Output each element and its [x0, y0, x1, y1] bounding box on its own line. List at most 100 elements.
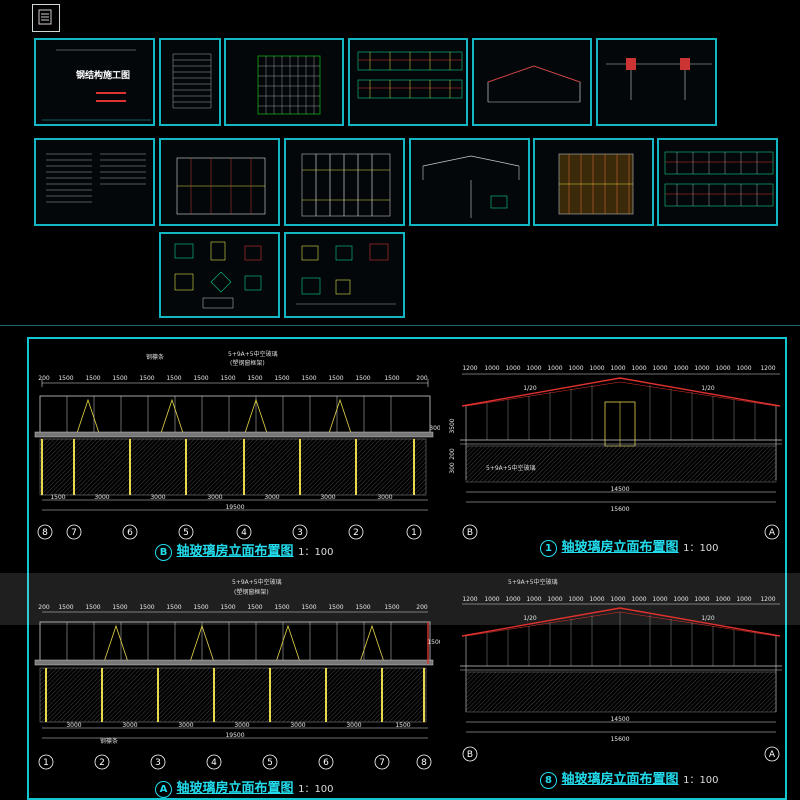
thumbnail-wall-elevations[interactable]: [657, 138, 778, 226]
a1-height-0: 3500: [449, 418, 456, 433]
a-top-dim-14: 200: [416, 604, 428, 611]
b-axis-elevation: 8 7 6 5 4 3 2 1 200 1500 1500 1500 1500 …: [34, 375, 440, 540]
thumbnail-roof-plan[interactable]: [159, 138, 280, 226]
a8-top-dim-7: 1000: [610, 596, 625, 603]
a1-top-dim-4: 1000: [547, 365, 562, 372]
a-axis-mark-3: 4: [211, 758, 217, 768]
thumbnail-cover-sheet[interactable]: 钢结构施工图: [34, 38, 155, 126]
a1-top-dim-11: 1000: [694, 365, 709, 372]
b-axis-caption: B 轴玻璃房立面布置图 1：100: [155, 540, 334, 561]
thumbnail-column-layout-plan[interactable]: [224, 38, 344, 126]
b-top-dim-14: 200: [416, 375, 428, 382]
a1-top-dim-1: 1000: [484, 365, 499, 372]
a-axis-mark-5: 6: [323, 758, 329, 768]
a1-top-dim-5: 1000: [568, 365, 583, 372]
a8-total-inner: 14500: [610, 716, 629, 723]
b-axis-mark-5: 3: [297, 528, 303, 538]
a-axis-caption: A 轴玻璃房立面布置图 1：100: [155, 777, 334, 798]
a1-top-dim-2: 1000: [505, 365, 520, 372]
a8-slope-left: 1/20: [523, 615, 537, 622]
a-axis-mark-1: 2: [99, 758, 105, 768]
axis-1-caption-mark: 1: [540, 540, 557, 557]
a-top-dim-4: 1500: [139, 604, 154, 611]
a8-top-dim-4: 1000: [547, 596, 562, 603]
a1-total: 15600: [610, 506, 629, 513]
thumbnail-connection-details-2[interactable]: [284, 232, 405, 318]
b-bottom-dim-6: 3000: [377, 494, 392, 501]
a-top-dim-5: 1500: [166, 604, 181, 611]
b-top-dim-8: 1500: [247, 375, 262, 382]
a8-top-dim-1: 1000: [484, 596, 499, 603]
b-side-mark: 300: [429, 425, 440, 432]
b-top-dim-2: 1500: [85, 375, 100, 382]
a8-top-dim-6: 1000: [589, 596, 604, 603]
a-axis-caption-mark: A: [155, 781, 172, 798]
a-top-dim-0: 200: [38, 604, 50, 611]
a-axis-mark-7: 8: [421, 758, 427, 768]
a-top-dim-13: 1500: [384, 604, 399, 611]
thumbnail-roof-bracing-plan[interactable]: [533, 138, 654, 226]
a-bottom-dim-6: 1500: [395, 722, 410, 729]
thumbnail-design-notes[interactable]: [34, 138, 155, 226]
a-bottom-dim-0: 3000: [66, 722, 81, 729]
axis-8-elevation: B A 1200 1000 1000 1000 1000 1000 1000 1…: [460, 596, 782, 762]
a-bottom-dim-5: 3000: [346, 722, 361, 729]
a8-top-dim-8: 1000: [631, 596, 646, 603]
a-axis-caption-scale: 1：100: [298, 784, 334, 795]
axis-1-elevation: B A 1200 1000 1000 1000 1000 1000 1000 1…: [449, 365, 782, 540]
b-bottom-dim-2: 3000: [150, 494, 165, 501]
axis-1-caption: 1 轴玻璃房立面布置图 1：100: [540, 536, 719, 557]
b-note-glass: 5+9A+5中空玻璃: [228, 351, 278, 358]
b-axis-mark-4: 4: [241, 528, 247, 538]
b-axis-caption-text: 轴玻璃房立面布置图: [176, 544, 294, 559]
thumbnail-connection-details-1[interactable]: [159, 232, 280, 318]
a-top-dim-9: 1500: [274, 604, 289, 611]
axis-8-caption-mark: 8: [540, 772, 557, 789]
thumbnail-purlin-plan[interactable]: [284, 138, 405, 226]
a1-top-dim-12: 1000: [715, 365, 730, 372]
a-top-dim-1: 1500: [58, 604, 73, 611]
a-axis-mark-2: 3: [155, 758, 161, 768]
a-bottom-dim-3: 3000: [234, 722, 249, 729]
a8-top-dim-13: 1000: [736, 596, 751, 603]
a-top-dim-6: 1500: [193, 604, 208, 611]
a-axis-mark-0: 1: [43, 758, 49, 768]
logo: [32, 4, 60, 32]
b-top-dim-7: 1500: [220, 375, 235, 382]
axis1-mark-0: B: [467, 528, 473, 538]
a1-top-dim-14: 1200: [760, 365, 775, 372]
b-note-left: 钢檩条: [146, 354, 165, 361]
b-axis-mark-2: 6: [127, 528, 133, 538]
thumbnail-frame-details[interactable]: [409, 138, 530, 226]
axis1-mark-1: A: [769, 528, 776, 538]
a-top-dim-11: 1500: [328, 604, 343, 611]
a8-top-dim-3: 1000: [526, 596, 541, 603]
a1-total-inner: 14500: [610, 486, 629, 493]
a-top-dim-2: 1500: [85, 604, 100, 611]
a1-top-dim-7: 1000: [610, 365, 625, 372]
main-sheet-frame: [27, 337, 787, 800]
a1-top-dim-9: 1000: [652, 365, 667, 372]
a-top-dim-3: 1500: [112, 604, 127, 611]
b-top-dim-6: 1500: [193, 375, 208, 382]
thumbnail-node-details-1[interactable]: [596, 38, 717, 126]
a1-slope-right: 1/20: [701, 385, 715, 392]
a1-height-2: 300: [449, 462, 456, 474]
a8-top-dim-14: 1200: [760, 596, 775, 603]
axis-1-caption-text: 轴玻璃房立面布置图: [561, 540, 679, 555]
b-total-dim: 19500: [225, 504, 244, 511]
a1-top-dim-3: 1000: [526, 365, 541, 372]
b-top-dim-11: 1500: [328, 375, 343, 382]
a-bottom-dim-2: 3000: [178, 722, 193, 729]
b-bottom-dim-1: 3000: [94, 494, 109, 501]
axis-8-caption-text: 轴玻璃房立面布置图: [561, 772, 679, 787]
a1-top-dim-0: 1200: [462, 365, 477, 372]
a1-top-dim-10: 1000: [673, 365, 688, 372]
thumbnail-elevation-set[interactable]: [348, 38, 468, 126]
thumbnail-drawing-index[interactable]: [159, 38, 221, 126]
axis8-mark-0: B: [467, 750, 473, 760]
thumbnail-truss-section[interactable]: [472, 38, 592, 126]
a-bottom-dim-4: 3000: [290, 722, 305, 729]
a-top-dim-10: 1500: [301, 604, 316, 611]
a1-note: 5+9A+5中空玻璃: [486, 465, 536, 472]
